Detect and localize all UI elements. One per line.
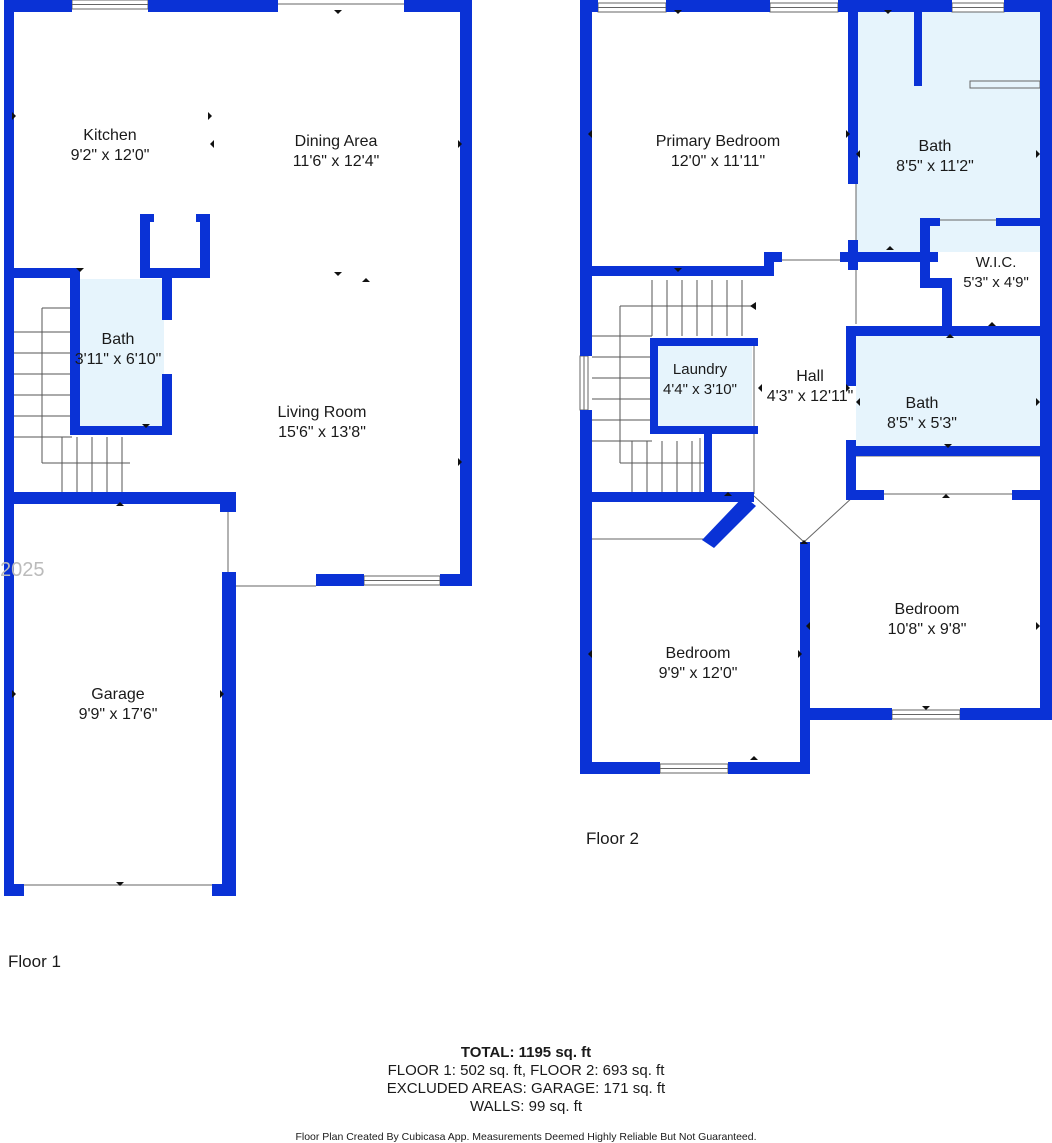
stairs-floor2 <box>592 280 756 493</box>
room-wic: W.I.C. 5'3" x 4'9" <box>963 253 1029 293</box>
room-primary-bedroom: Primary Bedroom 12'0" x 11'11" <box>656 132 780 172</box>
room-dims: 8'5" x 5'3" <box>887 415 957 432</box>
area-totals: TOTAL: 1195 sq. ft FLOOR 1: 502 sq. ft, … <box>0 1044 1052 1116</box>
room-name: Bath <box>918 138 952 155</box>
room-dining-area: Dining Area 11'6" x 12'4" <box>293 132 380 172</box>
room-laundry: Laundry 4'4" x 3'10" <box>663 360 737 400</box>
room-name: Bath <box>905 395 939 412</box>
room-bedroom-right: Bedroom 10'8" x 9'8" <box>888 600 967 640</box>
stairs-floor1 <box>12 307 130 493</box>
credit-note: Floor Plan Created By Cubicasa App. Meas… <box>295 1131 757 1143</box>
total-area: TOTAL: 1195 sq. ft <box>460 1044 592 1061</box>
room-living-room: Living Room 15'6" x 13'8" <box>278 403 367 443</box>
room-name: Bedroom <box>894 601 960 618</box>
room-dims: 9'9" x 12'0" <box>658 665 738 682</box>
room-name: Hall <box>796 368 824 385</box>
room-dims: 4'3" x 12'11" <box>766 388 854 405</box>
room-name: Garage <box>91 686 145 703</box>
room-dims: 3'11" x 6'10" <box>74 351 162 368</box>
room-name: Bedroom <box>665 645 731 662</box>
room-dims: 9'9" x 17'6" <box>78 706 158 723</box>
wall-area: WALLS: 99 sq. ft <box>470 1098 582 1115</box>
room-bath-primary: Bath 8'5" x 11'2" <box>896 137 974 177</box>
year-watermark: 2025 <box>0 559 45 581</box>
room-dims: 12'0" x 11'11" <box>670 153 766 170</box>
room-name: Dining Area <box>294 133 378 150</box>
floor-areas: FLOOR 1: 502 sq. ft, FLOOR 2: 693 sq. ft <box>387 1062 665 1079</box>
room-name: Bath <box>101 331 135 348</box>
room-hall: Hall 4'3" x 12'11" <box>767 367 854 407</box>
room-name: Laundry <box>672 361 728 378</box>
room-bedroom-left: Bedroom 9'9" x 12'0" <box>659 644 738 684</box>
room-dims: 11'6" x 12'4" <box>292 153 380 170</box>
room-kitchen: Kitchen 9'2" x 12'0" <box>71 126 150 166</box>
room-dims: 9'2" x 12'0" <box>70 147 150 164</box>
bath-fills <box>78 12 1040 448</box>
walls <box>4 0 1052 896</box>
room-dims: 8'5" x 11'2" <box>896 158 974 175</box>
room-name: Kitchen <box>83 127 137 144</box>
room-dims: 10'8" x 9'8" <box>887 621 967 638</box>
room-name: Living Room <box>277 404 367 421</box>
room-dims: 4'4" x 3'10" <box>663 381 737 398</box>
room-dims: 15'6" x 13'8" <box>278 424 366 441</box>
windows <box>71 0 1005 774</box>
room-name: Primary Bedroom <box>655 133 781 150</box>
floor1-label: Floor 1 <box>8 952 61 971</box>
excluded-areas: EXCLUDED AREAS: GARAGE: 171 sq. ft <box>386 1080 666 1097</box>
room-garage: Garage 9'9" x 17'6" <box>79 685 158 725</box>
floor2-label: Floor 2 <box>586 829 639 848</box>
room-name: W.I.C. <box>975 254 1017 271</box>
room-bath-floor1: Bath 3'11" x 6'10" <box>75 330 162 370</box>
room-dims: 5'3" x 4'9" <box>963 274 1029 291</box>
room-bath-floor2: Bath 8'5" x 5'3" <box>887 394 957 434</box>
door-markers <box>12 10 1040 886</box>
